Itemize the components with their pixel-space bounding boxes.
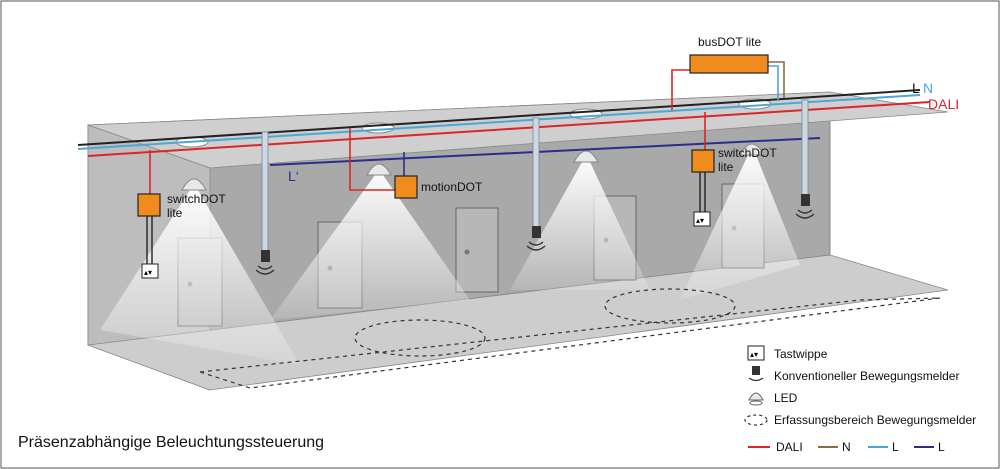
bus-line-l <box>77 89 921 146</box>
legend-erfassung: Erfassungsbereich Bewegungsmelder <box>774 413 976 427</box>
door-3 <box>455 207 499 293</box>
legend-line-l-label: L <box>892 440 899 454</box>
legend-led: LED <box>774 391 798 405</box>
bus-label-l-prime: L‘ <box>288 168 299 184</box>
rocker-switch-right <box>693 211 711 227</box>
motiondot-label: motionDOT <box>421 180 483 194</box>
led-lamp-4 <box>739 143 765 156</box>
motion-sensor-1 <box>255 250 275 275</box>
svg-text:▴▾: ▴▾ <box>750 350 758 359</box>
light-beam-1 <box>100 190 300 365</box>
light-beam-4 <box>680 155 800 300</box>
bus-line-l-prime <box>269 137 821 166</box>
legend-line-dali-label: DALI <box>776 440 803 454</box>
legend-area-icon <box>744 414 768 426</box>
floor-outline <box>199 297 941 389</box>
switchdot-right-device <box>691 149 715 173</box>
bus-line-dali <box>87 101 931 157</box>
detection-area-2 <box>604 288 736 324</box>
legend-led-icon <box>748 392 764 406</box>
bus-label-l: L <box>912 80 920 96</box>
svg-text:▴▾: ▴▾ <box>144 268 152 277</box>
switchdot-left-device <box>137 193 161 217</box>
legend-rocker-icon <box>747 345 765 361</box>
led-lamp-2 <box>366 163 392 176</box>
light-beam-2 <box>270 175 470 320</box>
legend-line-l-prime-label: L <box>938 440 945 454</box>
switchdot-right-label-2: lite <box>718 160 734 174</box>
legend-tastwippe: Tastwippe <box>774 347 828 361</box>
diagram-title: Präsenzabhängige Beleuchtungssteuerung <box>18 434 324 451</box>
busdot-label: busDOT lite <box>698 35 761 49</box>
switchdot-right-label-1: switchDOT <box>718 146 777 160</box>
motion-sensor-2 <box>526 226 546 251</box>
rocker-switch-left <box>141 263 159 279</box>
switchdot-left-label-2: lite <box>167 206 183 220</box>
legend: ▴▾ Tastwippe Konventioneller Bewegungsme… <box>744 345 976 454</box>
led-lamp-3 <box>573 150 599 163</box>
bus-label-n: N <box>923 80 933 96</box>
bus-label-dali: DALI <box>928 96 959 112</box>
svg-text:▴▾: ▴▾ <box>696 216 704 225</box>
light-beam-3 <box>510 162 650 290</box>
switchdot-left-label-1: switchDOT <box>167 192 226 206</box>
detection-area-1 <box>354 319 486 357</box>
legend-bewegungsmelder: Konventioneller Bewegungsmelder <box>774 369 959 383</box>
legend-line-n-label: N <box>842 440 851 454</box>
motiondot-device <box>394 175 418 199</box>
legend-motion-sensor-icon <box>748 366 764 382</box>
busdot-device <box>689 54 769 74</box>
bus-line-n <box>77 94 921 150</box>
led-lamp-1 <box>181 178 207 191</box>
motion-sensor-3 <box>795 194 815 219</box>
